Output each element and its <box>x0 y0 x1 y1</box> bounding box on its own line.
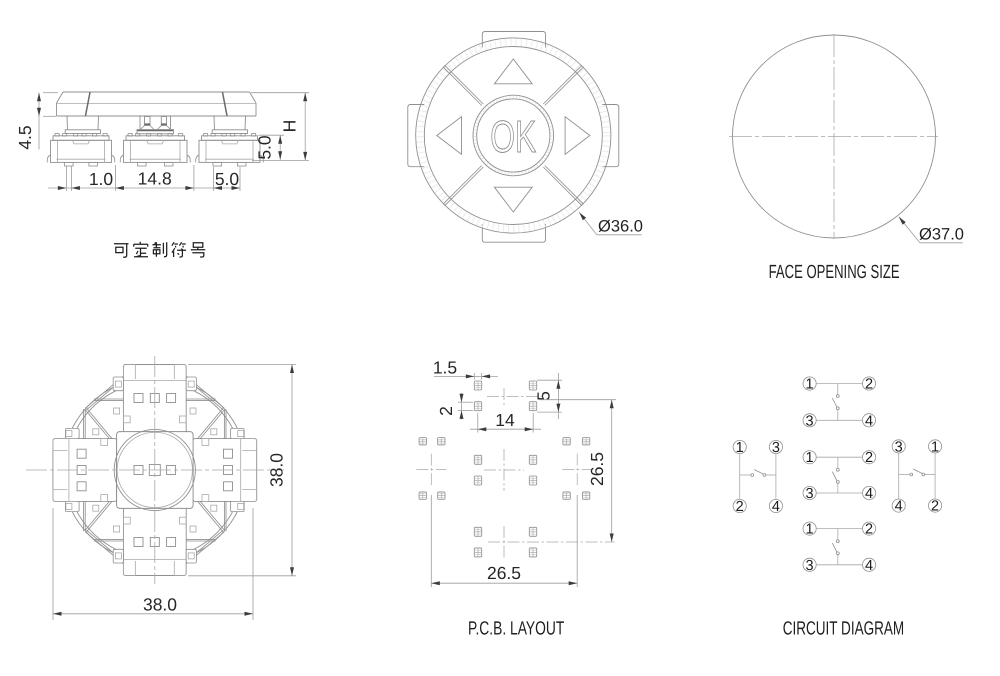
svg-text:26.5: 26.5 <box>587 452 607 486</box>
svg-text:2: 2 <box>736 499 744 515</box>
svg-text:5.0: 5.0 <box>215 169 240 189</box>
svg-text:26.5: 26.5 <box>487 563 521 583</box>
svg-text:CIRCUIT DIAGRAM: CIRCUIT DIAGRAM <box>783 619 905 640</box>
svg-text:Ø37.0: Ø37.0 <box>919 226 964 244</box>
svg-text:3: 3 <box>806 413 814 429</box>
svg-text:Ø36.0: Ø36.0 <box>598 218 643 236</box>
svg-text:4.5: 4.5 <box>15 125 35 149</box>
svg-text:14: 14 <box>495 410 515 430</box>
svg-text:1.0: 1.0 <box>89 169 114 189</box>
svg-text:3: 3 <box>806 486 814 502</box>
svg-text:2: 2 <box>931 499 939 515</box>
svg-text:1: 1 <box>806 377 814 393</box>
svg-text:3: 3 <box>895 439 903 455</box>
svg-text:38.0: 38.0 <box>267 453 287 487</box>
svg-text:H: H <box>280 120 300 133</box>
svg-text:2: 2 <box>865 450 873 466</box>
svg-text:P.C.B. LAYOUT: P.C.B. LAYOUT <box>468 619 565 640</box>
svg-text:OK: OK <box>490 111 536 162</box>
svg-text:1: 1 <box>736 440 744 456</box>
svg-text:1.5: 1.5 <box>433 358 457 378</box>
svg-text:38.0: 38.0 <box>143 595 177 615</box>
svg-text:4: 4 <box>865 486 873 502</box>
svg-text:4: 4 <box>772 499 780 515</box>
svg-text:2: 2 <box>865 522 873 538</box>
svg-text:4: 4 <box>865 558 873 574</box>
svg-text:4: 4 <box>865 413 873 429</box>
svg-text:2: 2 <box>865 377 873 393</box>
svg-text:14.8: 14.8 <box>138 169 172 189</box>
svg-text:3: 3 <box>772 440 780 456</box>
svg-text:5.0: 5.0 <box>255 135 275 160</box>
svg-text:2: 2 <box>436 406 456 416</box>
svg-text:4: 4 <box>895 499 903 515</box>
svg-text:FACE OPENING SIZE: FACE OPENING SIZE <box>769 262 900 283</box>
svg-text:1: 1 <box>806 450 814 466</box>
svg-text:3: 3 <box>806 558 814 574</box>
svg-text:5: 5 <box>534 391 554 401</box>
svg-text:1: 1 <box>806 522 814 538</box>
svg-text:1: 1 <box>931 439 939 455</box>
